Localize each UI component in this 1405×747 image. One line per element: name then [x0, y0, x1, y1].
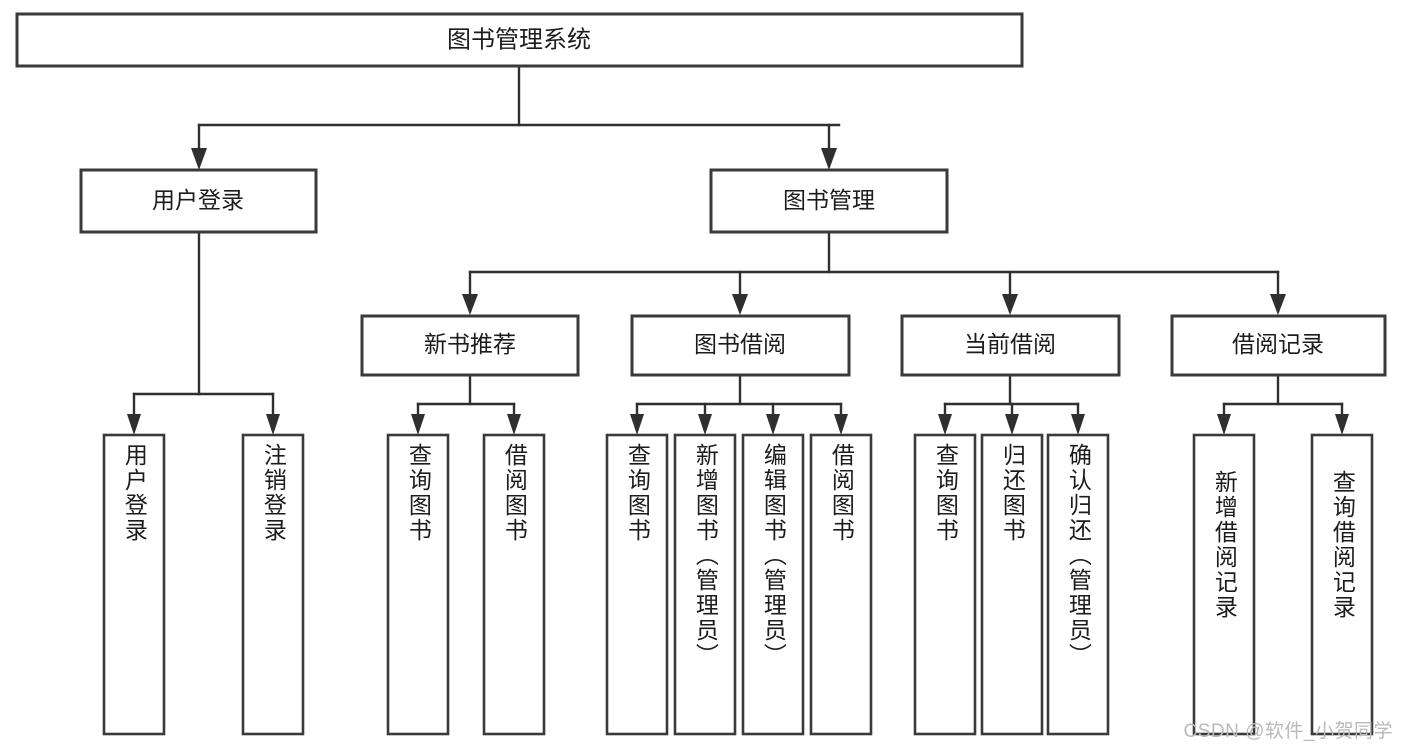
node-box-leaf-bb-add-book[interactable] — [673, 433, 737, 736]
node-box-book-management[interactable] — [709, 168, 949, 234]
node-label-new-book-recommend: 新书推荐 — [424, 331, 516, 357]
arrowhead-leaf-nb-query — [411, 414, 425, 435]
node-box-leaf-bb-borrow-book[interactable] — [809, 433, 873, 736]
node-box-leaf-nb-borrow-book[interactable] — [482, 433, 546, 736]
node-box-leaf-bb-edit-book[interactable] — [741, 433, 805, 736]
arrowhead-leaf-bb-borrow — [834, 414, 848, 435]
node-box-leaf-br-query-record[interactable] — [1310, 433, 1374, 736]
arrowhead-user-login — [191, 148, 207, 170]
arrowhead-leaf-cb-query — [938, 414, 952, 435]
connector-group-book-mgmt-to-level3 — [462, 230, 1286, 315]
arrowhead-leaf-bb-edit — [766, 414, 780, 435]
arrowhead-leaf-cb-return — [1005, 414, 1019, 435]
connector-group-book-borrow-to-leaves — [630, 373, 848, 435]
arrowhead-book-borrow — [732, 294, 748, 315]
node-box-leaf-bb-query-book[interactable] — [605, 433, 669, 736]
node-box-leaf-br-add-record[interactable] — [1192, 433, 1256, 736]
arrowhead-new-book — [462, 294, 478, 315]
arrowhead-borrow-record — [1270, 294, 1286, 315]
node-box-new-book-recommend[interactable] — [360, 314, 580, 377]
arrowhead-leaf-br-query — [1335, 414, 1349, 435]
connector-group-root-to-level2 — [191, 64, 841, 170]
node-box-leaf-user-login[interactable] — [102, 433, 166, 736]
node-box-current-borrow[interactable] — [900, 314, 1121, 377]
node-box-borrow-record[interactable] — [1170, 314, 1387, 377]
node-box-leaf-cb-confirm-return[interactable] — [1046, 433, 1110, 736]
node-label-user-login: 用户登录 — [152, 187, 244, 213]
node-box-leaf-cb-query-book[interactable] — [913, 433, 977, 736]
connector-group-user-login-to-leaves — [127, 230, 280, 435]
node-box-user-login[interactable] — [79, 168, 318, 234]
arrowhead-leaf-nb-borrow — [507, 414, 521, 435]
node-label-book-management: 图书管理 — [783, 187, 875, 213]
connector-group-current-borrow-to-leaves — [938, 373, 1085, 435]
arrowhead-leaf-br-add — [1217, 414, 1231, 435]
node-label-book-borrow: 图书借阅 — [694, 331, 786, 357]
node-box-book-borrow[interactable] — [630, 314, 851, 377]
arrowhead-leaf-cb-confirm — [1071, 414, 1085, 435]
arrowhead-current-borrow — [1002, 294, 1018, 315]
node-label-current-borrow: 当前借阅 — [964, 331, 1056, 357]
node-label-root: 图书管理系统 — [447, 26, 591, 53]
arrowhead-leaf-logout — [266, 414, 280, 435]
node-label-borrow-record: 借阅记录 — [1232, 331, 1324, 357]
arrowhead-leaf-bb-add — [698, 414, 712, 435]
arrowhead-book-mgmt — [821, 148, 837, 170]
connector-group-new-book-to-leaves — [411, 373, 521, 435]
arrowhead-leaf-user-login — [127, 414, 141, 435]
node-box-leaf-nb-query-book[interactable] — [386, 433, 450, 736]
arrowhead-leaf-bb-query — [630, 414, 644, 435]
node-box-root[interactable] — [15, 12, 1024, 68]
node-box-leaf-cb-return-book[interactable] — [980, 433, 1044, 736]
connector-group-borrow-record-to-leaves — [1217, 373, 1349, 435]
node-box-leaf-logout[interactable] — [241, 433, 305, 736]
